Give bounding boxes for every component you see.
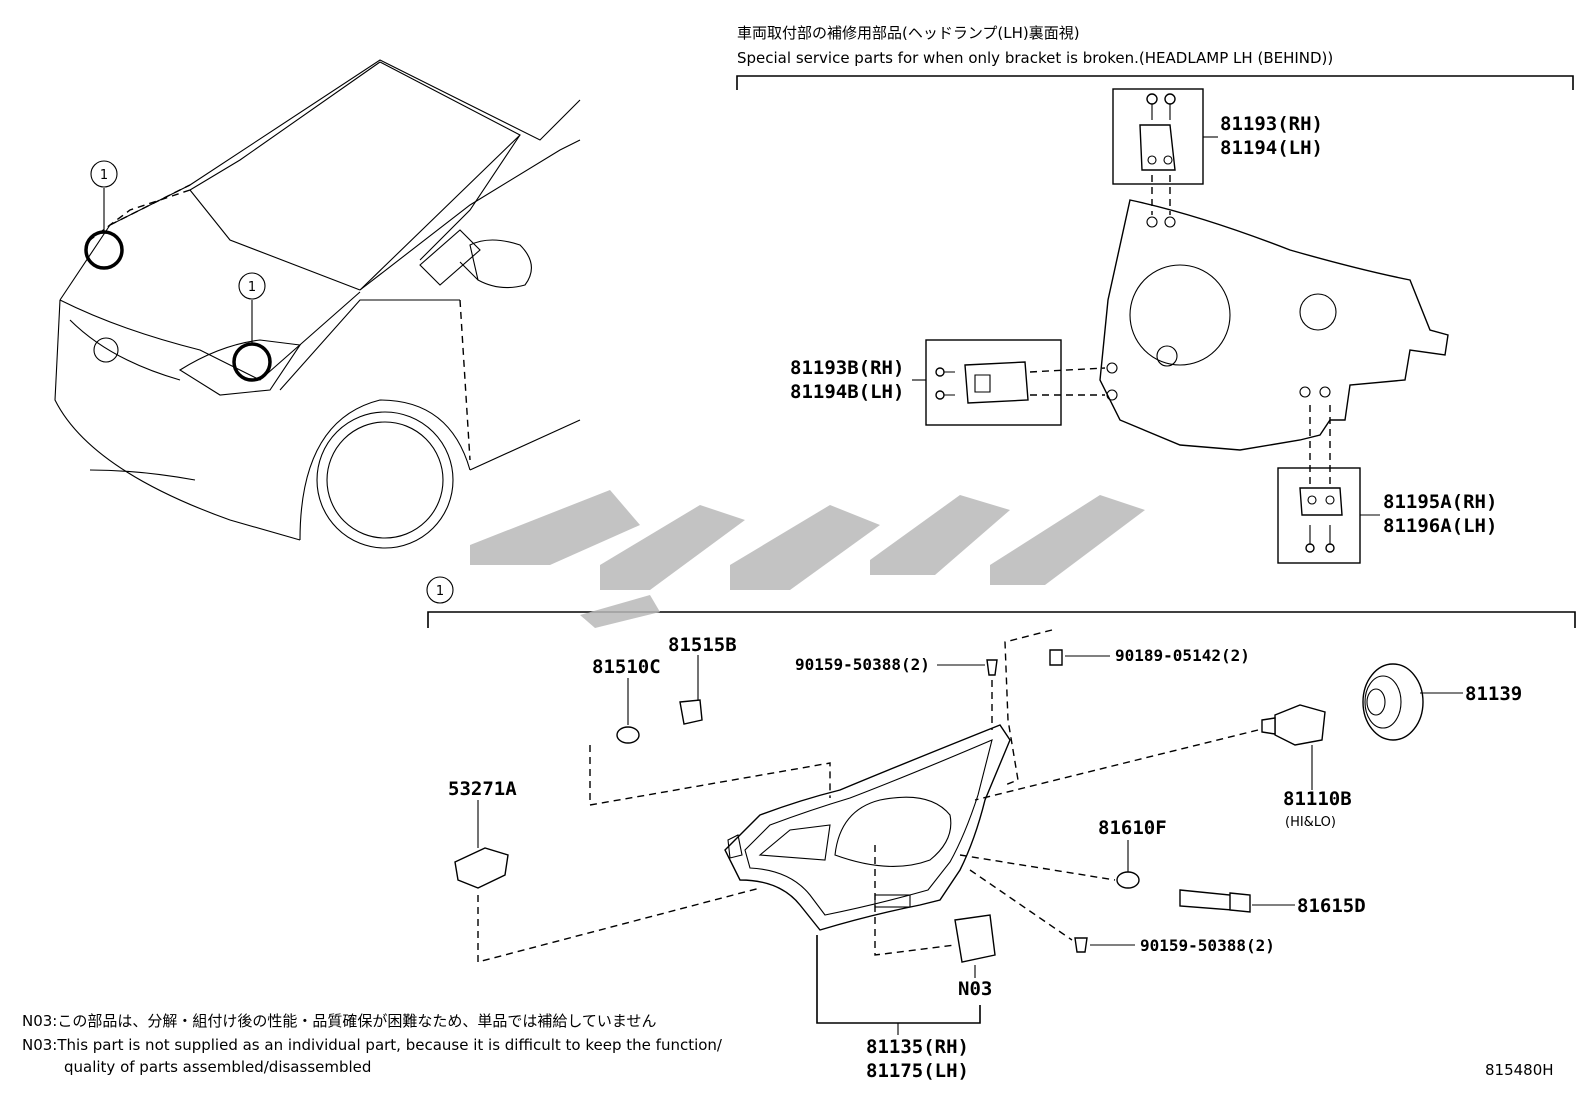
- bracket-title-en: Special service parts for when only brac…: [737, 49, 1333, 67]
- bracket-53271a: [454, 847, 509, 889]
- part-81515b: 81515B: [668, 634, 737, 656]
- note-ja: N03:この部品は、分解・組付け後の性能・品質確保が困難なため、単品では補給して…: [22, 1012, 656, 1030]
- part-90159-bottom: 90159-50388(2): [1140, 936, 1275, 955]
- part-81194: 81194(LH): [1220, 137, 1323, 159]
- callout-1b-label: 1: [248, 280, 256, 295]
- figure-code: 815480H: [1485, 1061, 1554, 1079]
- screw-90159-bottom: [1074, 937, 1088, 953]
- part-90159-top: 90159-50388(2): [795, 655, 930, 674]
- headlamp-back-plate: [1099, 199, 1449, 451]
- part-81510c: 81510C: [592, 656, 661, 678]
- notes: N03:この部品は、分解・組付け後の性能・品質確保が困難なため、単品では補給して…: [22, 1012, 1554, 1079]
- note-en-line1: N03:This part is not supplied as an indi…: [22, 1036, 723, 1054]
- headlamp-highlight-right: [232, 342, 272, 382]
- screw-90159-top: [986, 659, 998, 676]
- part-81135: 81135(RH): [866, 1036, 969, 1058]
- part-81175: 81175(LH): [866, 1060, 969, 1082]
- car-front-illustration: 1 1: [54, 59, 581, 549]
- part-81615d: 81615D: [1297, 895, 1366, 917]
- clip-90189: [1049, 649, 1063, 666]
- watermark-logo: [470, 490, 1145, 628]
- cap-81139: [1362, 663, 1424, 741]
- bulb-81110b: [1274, 704, 1326, 746]
- callout-circle-1a: [90, 160, 118, 188]
- bulb-81510c: [616, 726, 640, 744]
- part-n03: N03: [958, 978, 992, 1000]
- part-81193: 81193(RH): [1220, 113, 1323, 135]
- actuator-n03: [954, 914, 996, 963]
- part-90189: 90189-05142(2): [1115, 646, 1250, 665]
- part-81193b: 81193B(RH): [790, 357, 904, 379]
- socket-81615d: [1179, 889, 1233, 911]
- callout-1c-label: 1: [436, 584, 444, 599]
- bulb-81610f: [1116, 871, 1140, 889]
- part-81194b: 81194B(LH): [790, 381, 904, 403]
- part-81195a: 81195A(RH): [1383, 491, 1497, 513]
- part-81110b: 81110B: [1283, 788, 1352, 810]
- bracket-title-ja: 車両取付部の補修用部品(ヘッドランプ(LH)裏面視): [737, 24, 1080, 42]
- socket-81515b: [679, 699, 703, 725]
- callout-circle-1b: [238, 272, 266, 300]
- part-81110b-note: (HI&LO): [1285, 815, 1336, 830]
- part-81139: 81139: [1465, 683, 1522, 705]
- part-81610f: 81610F: [1098, 817, 1167, 839]
- callout-1a-label: 1: [100, 168, 108, 183]
- headlamp-highlight-left: [84, 230, 124, 270]
- headlamp-assembly-section: 1 81510C 81515B 90159-50388(2) 90189-051…: [426, 576, 1576, 1082]
- note-en-line2: quality of parts assembled/disassembled: [64, 1058, 371, 1076]
- part-53271a: 53271A: [448, 778, 517, 800]
- headlamp-assembly: [724, 724, 1011, 931]
- bracket-section: 車両取付部の補修用部品(ヘッドランプ(LH)裏面視) Special servi…: [736, 24, 1574, 564]
- callout-circle-1c: [426, 576, 454, 604]
- part-81196a: 81196A(LH): [1383, 515, 1497, 537]
